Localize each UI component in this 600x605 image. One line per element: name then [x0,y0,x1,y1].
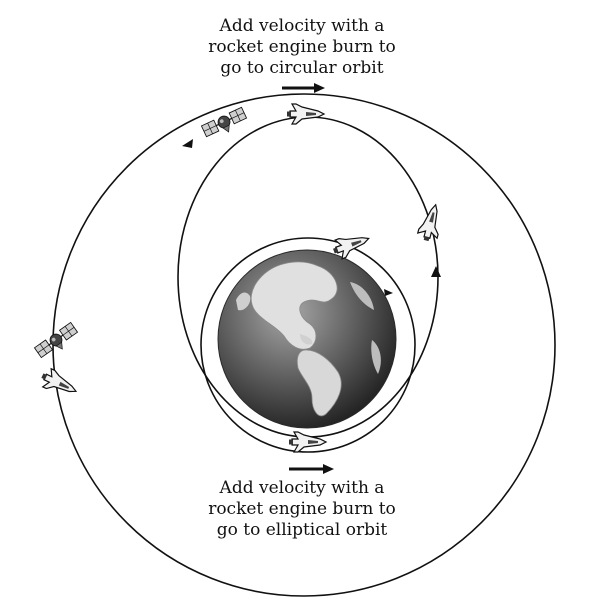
earth-globe-icon [217,249,397,429]
caption-line: rocket engine burn to [208,37,396,57]
direction-arrow-ellipse [431,266,441,277]
thrust-arrow-icon [282,83,325,93]
direction-arrow-low [384,289,393,296]
space-shuttle-icon [415,201,446,244]
satellite-icon [33,321,82,363]
space-shuttle-icon [288,431,327,453]
direction-arrow-outer [182,139,193,148]
circular-orbit-low [200,237,416,453]
elliptical-burn-caption: Add velocity with a rocket engine burn t… [172,478,432,541]
thrust-arrow-icon [289,464,334,474]
caption-line: Add velocity with a [219,478,385,498]
caption-line: go to elliptical orbit [216,520,388,540]
space-shuttle-icon [286,103,325,125]
caption-line: go to circular orbit [220,58,384,78]
circular-burn-caption: Add velocity with a rocket engine burn t… [172,16,432,79]
space-shuttle-icon [37,365,81,401]
caption-line: rocket engine burn to [208,499,396,519]
caption-line: Add velocity with a [219,16,385,36]
